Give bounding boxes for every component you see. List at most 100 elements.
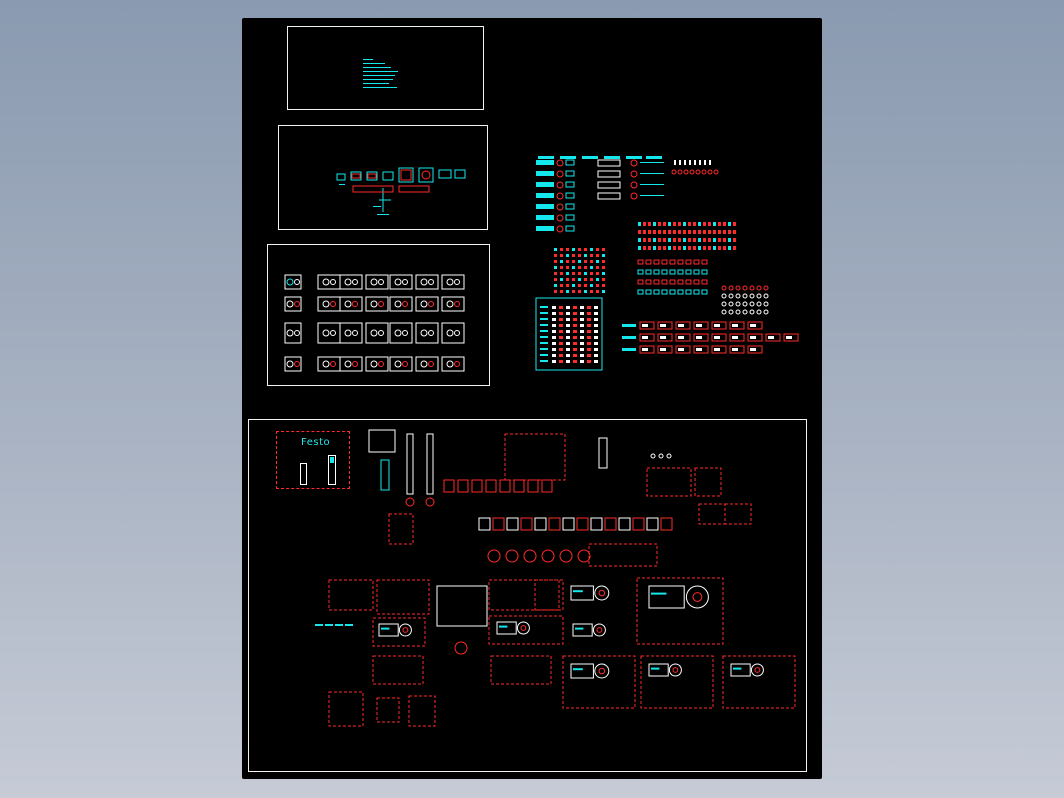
symbol-library-icon [597,170,621,178]
valve-symbol-icon [330,361,336,367]
valve-symbol-icon [454,361,460,367]
valve-symbol-icon [646,517,659,531]
cylinder-symbol-icon [657,345,673,354]
symbol-library-icon [573,318,577,321]
symbol-label [604,156,620,159]
symbol-library-icon [749,309,755,315]
valve-symbol-icon [678,246,681,250]
symbol-library-icon [721,293,727,299]
symbol-label [540,360,548,362]
motor-symbol-icon [630,192,638,200]
symbol-library-icon [713,169,719,175]
valve-symbol-icon [402,361,408,367]
valve-symbol-icon [733,246,736,250]
symbol-label [622,348,636,351]
symbol-library-icon [594,354,598,357]
valve-symbol-icon [638,238,641,242]
motor-label [651,667,660,670]
motor-label [573,668,583,671]
symbol-library-icon [559,336,563,339]
symbol-library-icon [602,260,605,263]
symbol-library-icon [669,269,676,275]
festo-block[interactable]: Festo [276,431,350,489]
symbol-label [540,312,548,314]
frame-component-library[interactable]: Festo [248,419,807,772]
symbol-library-icon [552,324,556,327]
valve-symbol-icon [698,222,701,226]
symbol-library-icon [573,354,577,357]
motor-symbol-icon [556,159,564,167]
valve-cell [365,356,389,372]
symbol-library-icon [594,324,598,327]
valve-symbol-icon [708,222,711,226]
symbol-library-icon [560,284,563,287]
symbol-library-icon [584,248,587,251]
valve-symbol-icon [728,246,731,250]
component-frame [372,617,426,647]
symbol-library-icon [566,330,570,333]
valve-symbol-icon [723,238,726,242]
component-frame [436,585,488,627]
symbol-library-icon [749,293,755,299]
symbol-library-icon [584,284,587,287]
valve-symbol-icon [534,517,547,531]
symbol-library-icon [596,290,599,293]
symbol-library-icon [590,272,593,275]
festo-cylinder-2 [328,455,336,485]
symbol-library-icon [566,248,569,251]
valve-symbol-icon [294,361,300,367]
motor-label [573,590,583,593]
valve-grid-icons [284,274,465,372]
symbol-library-icon [677,279,684,285]
valve-symbol-icon [344,360,352,368]
symbol-library-icon [693,259,700,265]
symbol-library-icon [684,160,686,165]
symbol-library-icon [587,306,591,309]
symbol-library-icon [699,160,701,165]
frame-title-notes[interactable] [287,26,484,110]
symbol-library-icon [580,360,584,363]
valve-symbol-icon [446,329,454,337]
symbol-library-icon [597,181,621,189]
valve-symbol-icon [352,330,358,336]
motor-symbol-icon [592,623,606,637]
valve-symbol-icon [394,360,402,368]
cylinder-symbol-icon [711,345,727,354]
symbol-library-icon [566,312,570,315]
symbol-library-icon [565,170,575,177]
symbol-library-icon [597,192,621,200]
motor-symbol-icon [556,203,564,211]
symbol-library-icon [602,284,605,287]
cylinder-symbol-icon [783,333,799,342]
symbol-library-icon [735,293,741,299]
component-frame [724,503,752,525]
symbol-library-icon [596,272,599,275]
valve-cell [389,274,413,290]
frame-valve-grid[interactable] [267,244,490,386]
valve-symbol-icon [673,246,676,250]
symbol-library-icon [694,160,696,165]
motor-symbol-icon [648,585,685,609]
symbol-label [540,336,548,338]
valve-symbol-icon [663,238,666,242]
valve-symbol-icon [394,278,402,286]
frame-schematic-strip[interactable] [278,125,488,230]
motor-symbol-icon [541,549,555,563]
symbol-library-icon [554,266,557,269]
symbol-library-icon [596,278,599,281]
valve-symbol-icon [673,230,676,234]
valve-symbol-icon [330,279,336,285]
symbol-library-icon [701,269,708,275]
symbol-library-icon [560,260,563,263]
valve-symbol-icon [733,230,736,234]
motor-symbol-icon [556,170,564,178]
valve-symbol-icon [703,238,706,242]
drawing-sheet[interactable]: Festo [242,18,822,779]
cylinder-symbol-icon [729,345,745,354]
valve-symbol-icon [673,238,676,242]
symbol-library-icon [552,342,556,345]
symbol-library-icon [578,278,581,281]
valve-symbol-icon [446,300,454,308]
valve-symbol-icon [492,517,505,531]
valve-symbol-icon [653,246,656,250]
